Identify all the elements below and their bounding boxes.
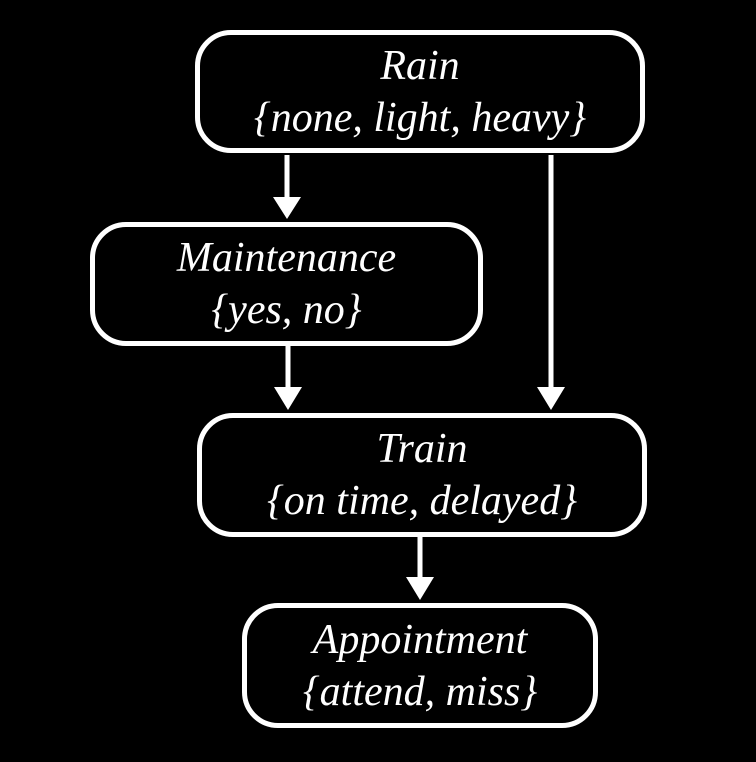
- node-maintenance: Maintenance {yes, no}: [90, 222, 483, 346]
- node-train-values: {on time, delayed}: [267, 478, 577, 524]
- node-rain-label: Rain: [380, 42, 460, 89]
- node-appointment: Appointment {attend, miss}: [242, 603, 598, 728]
- node-rain: Rain {none, light, heavy}: [195, 30, 645, 153]
- edge-rain-to-maintenance-arrow: [273, 155, 301, 219]
- node-appointment-values: {attend, miss}: [302, 668, 538, 715]
- edge-train-to-appointment-arrow: [406, 537, 434, 600]
- node-train-label: Train: [376, 426, 468, 472]
- node-train: Train {on time, delayed}: [197, 413, 647, 537]
- node-maintenance-label: Maintenance: [176, 235, 397, 281]
- node-rain-values: {none, light, heavy}: [253, 94, 587, 141]
- edge-rain-to-train-arrow: [537, 155, 565, 410]
- node-maintenance-values: {yes, no}: [211, 287, 362, 333]
- node-appointment-label: Appointment: [312, 616, 528, 663]
- edge-maintenance-to-train-arrow: [274, 346, 302, 410]
